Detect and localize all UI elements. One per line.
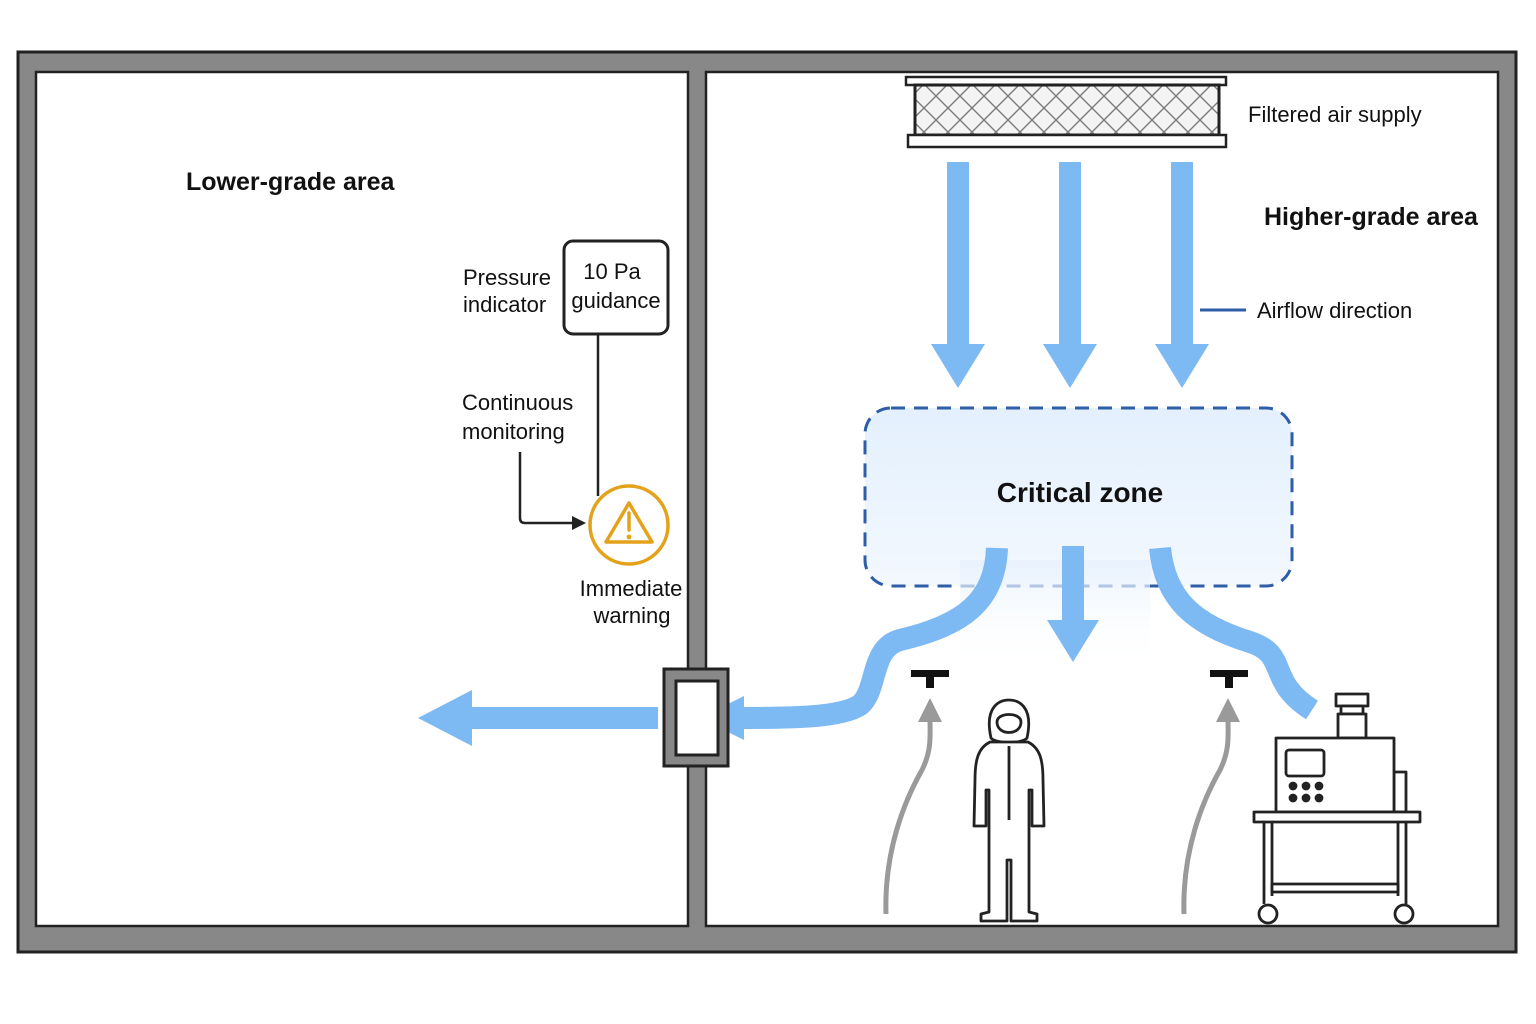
pressure-indicator-label-line1: Pressure	[463, 265, 551, 290]
immediate-warning-label-line1: Immediate	[580, 576, 683, 601]
rising-arrow-right	[1181, 717, 1231, 915]
airflow-direction-label: Airflow direction	[1257, 298, 1412, 323]
equipment-cart-icon	[1252, 692, 1422, 925]
critical-zone-label: Critical zone	[997, 477, 1163, 508]
sensor-icon	[1210, 670, 1248, 688]
warning-triangle-icon	[588, 484, 670, 566]
supply-airflow-arrows	[931, 162, 1209, 388]
monitoring-arrow-head	[572, 516, 586, 530]
room-air-rising-arrows	[883, 698, 1240, 915]
supply-arrow-center	[1043, 162, 1097, 388]
immediate-warning-label-line2: warning	[592, 603, 670, 628]
monitoring-arrow-line	[518, 452, 573, 525]
continuous-monitoring-label-line1: Continuous	[462, 390, 573, 415]
exhaust-arrow-lower-area	[418, 690, 658, 746]
hepa-filter-icon	[904, 75, 1228, 149]
lower-grade-area-label: Lower-grade area	[186, 168, 396, 196]
rising-arrow-left	[883, 717, 933, 915]
continuous-monitoring-label-line2: monitoring	[462, 419, 565, 444]
pass-through-door	[662, 667, 730, 768]
outflow-curve-right	[1149, 546, 1319, 720]
pressure-guidance: guidance	[571, 288, 660, 313]
person-in-gown-icon	[972, 698, 1046, 923]
outflow-arrow-center	[1047, 546, 1099, 662]
pressure-indicator-label-line2: indicator	[463, 292, 546, 317]
pressure-value: 10 Pa	[583, 259, 641, 284]
higher-grade-area-label: Higher-grade area	[1264, 203, 1479, 231]
sensor-icon	[911, 670, 949, 688]
pressure-indicator-box: 10 Pa guidance	[562, 239, 670, 336]
supply-arrow-right	[1155, 162, 1209, 388]
critical-zone	[863, 406, 1294, 670]
filtered-air-supply-label: Filtered air supply	[1248, 102, 1422, 127]
supply-arrow-left	[931, 162, 985, 388]
outflow-curve-left	[734, 547, 1008, 729]
